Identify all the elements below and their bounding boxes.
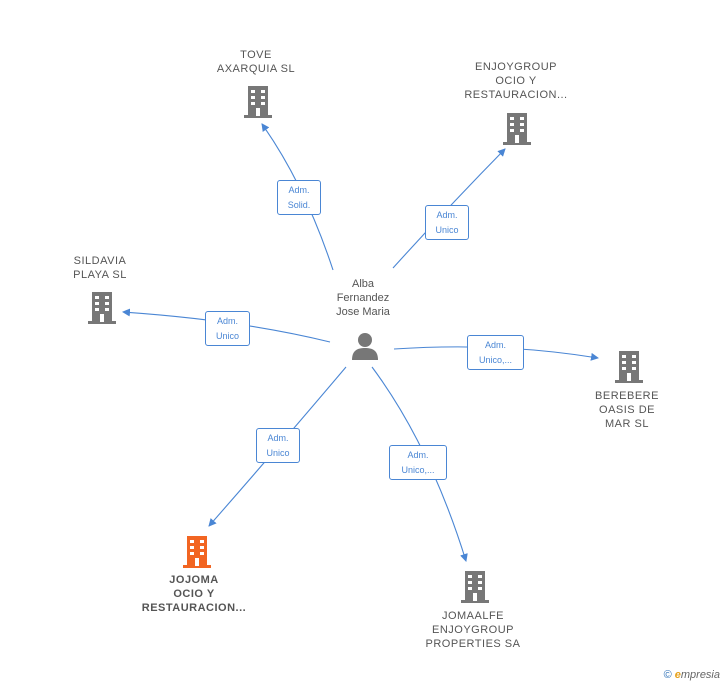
node-label-jojoma[interactable]: JOJOMA OCIO Y RESTAURACION... xyxy=(141,574,247,614)
node-label-berebere[interactable]: BEREBERE OASIS DE MAR SL xyxy=(595,390,659,430)
node-label-jomaalfe[interactable]: JOMAALFE ENJOYGROUP PROPERTIES SA xyxy=(425,610,521,650)
building-icon[interactable] xyxy=(241,84,275,118)
building-icon[interactable] xyxy=(180,534,214,568)
person-icon[interactable] xyxy=(350,331,380,361)
relation-label-jojoma[interactable]: Adm. Unico xyxy=(256,428,300,463)
building-icon[interactable] xyxy=(85,290,119,324)
relation-label-tove[interactable]: Adm. Solid. xyxy=(277,180,321,215)
relation-label-jomaalfe[interactable]: Adm. Unico,... xyxy=(389,445,447,480)
brand-name: mpresia xyxy=(680,669,720,681)
building-icon[interactable] xyxy=(612,349,646,383)
copyright-symbol: © xyxy=(663,669,672,681)
center-person-name[interactable]: Alba Fernandez Jose Maria xyxy=(336,278,390,318)
relation-label-berebere[interactable]: Adm. Unico,... xyxy=(467,335,524,370)
node-label-enjoygroup[interactable]: ENJOYGROUP OCIO Y RESTAURACION... xyxy=(464,61,568,101)
building-icon[interactable] xyxy=(458,569,492,603)
node-label-tove[interactable]: TOVE AXARQUIA SL xyxy=(216,49,296,75)
brand-initial: e xyxy=(674,669,681,681)
building-icon[interactable] xyxy=(500,111,534,145)
footer-brand[interactable]: © empresia xyxy=(664,669,720,681)
node-label-sildavia[interactable]: SILDAVIA PLAYA SL xyxy=(73,255,127,281)
relation-label-enjoygroup[interactable]: Adm. Unico xyxy=(425,205,469,240)
relation-label-sildavia[interactable]: Adm. Unico xyxy=(205,311,250,346)
